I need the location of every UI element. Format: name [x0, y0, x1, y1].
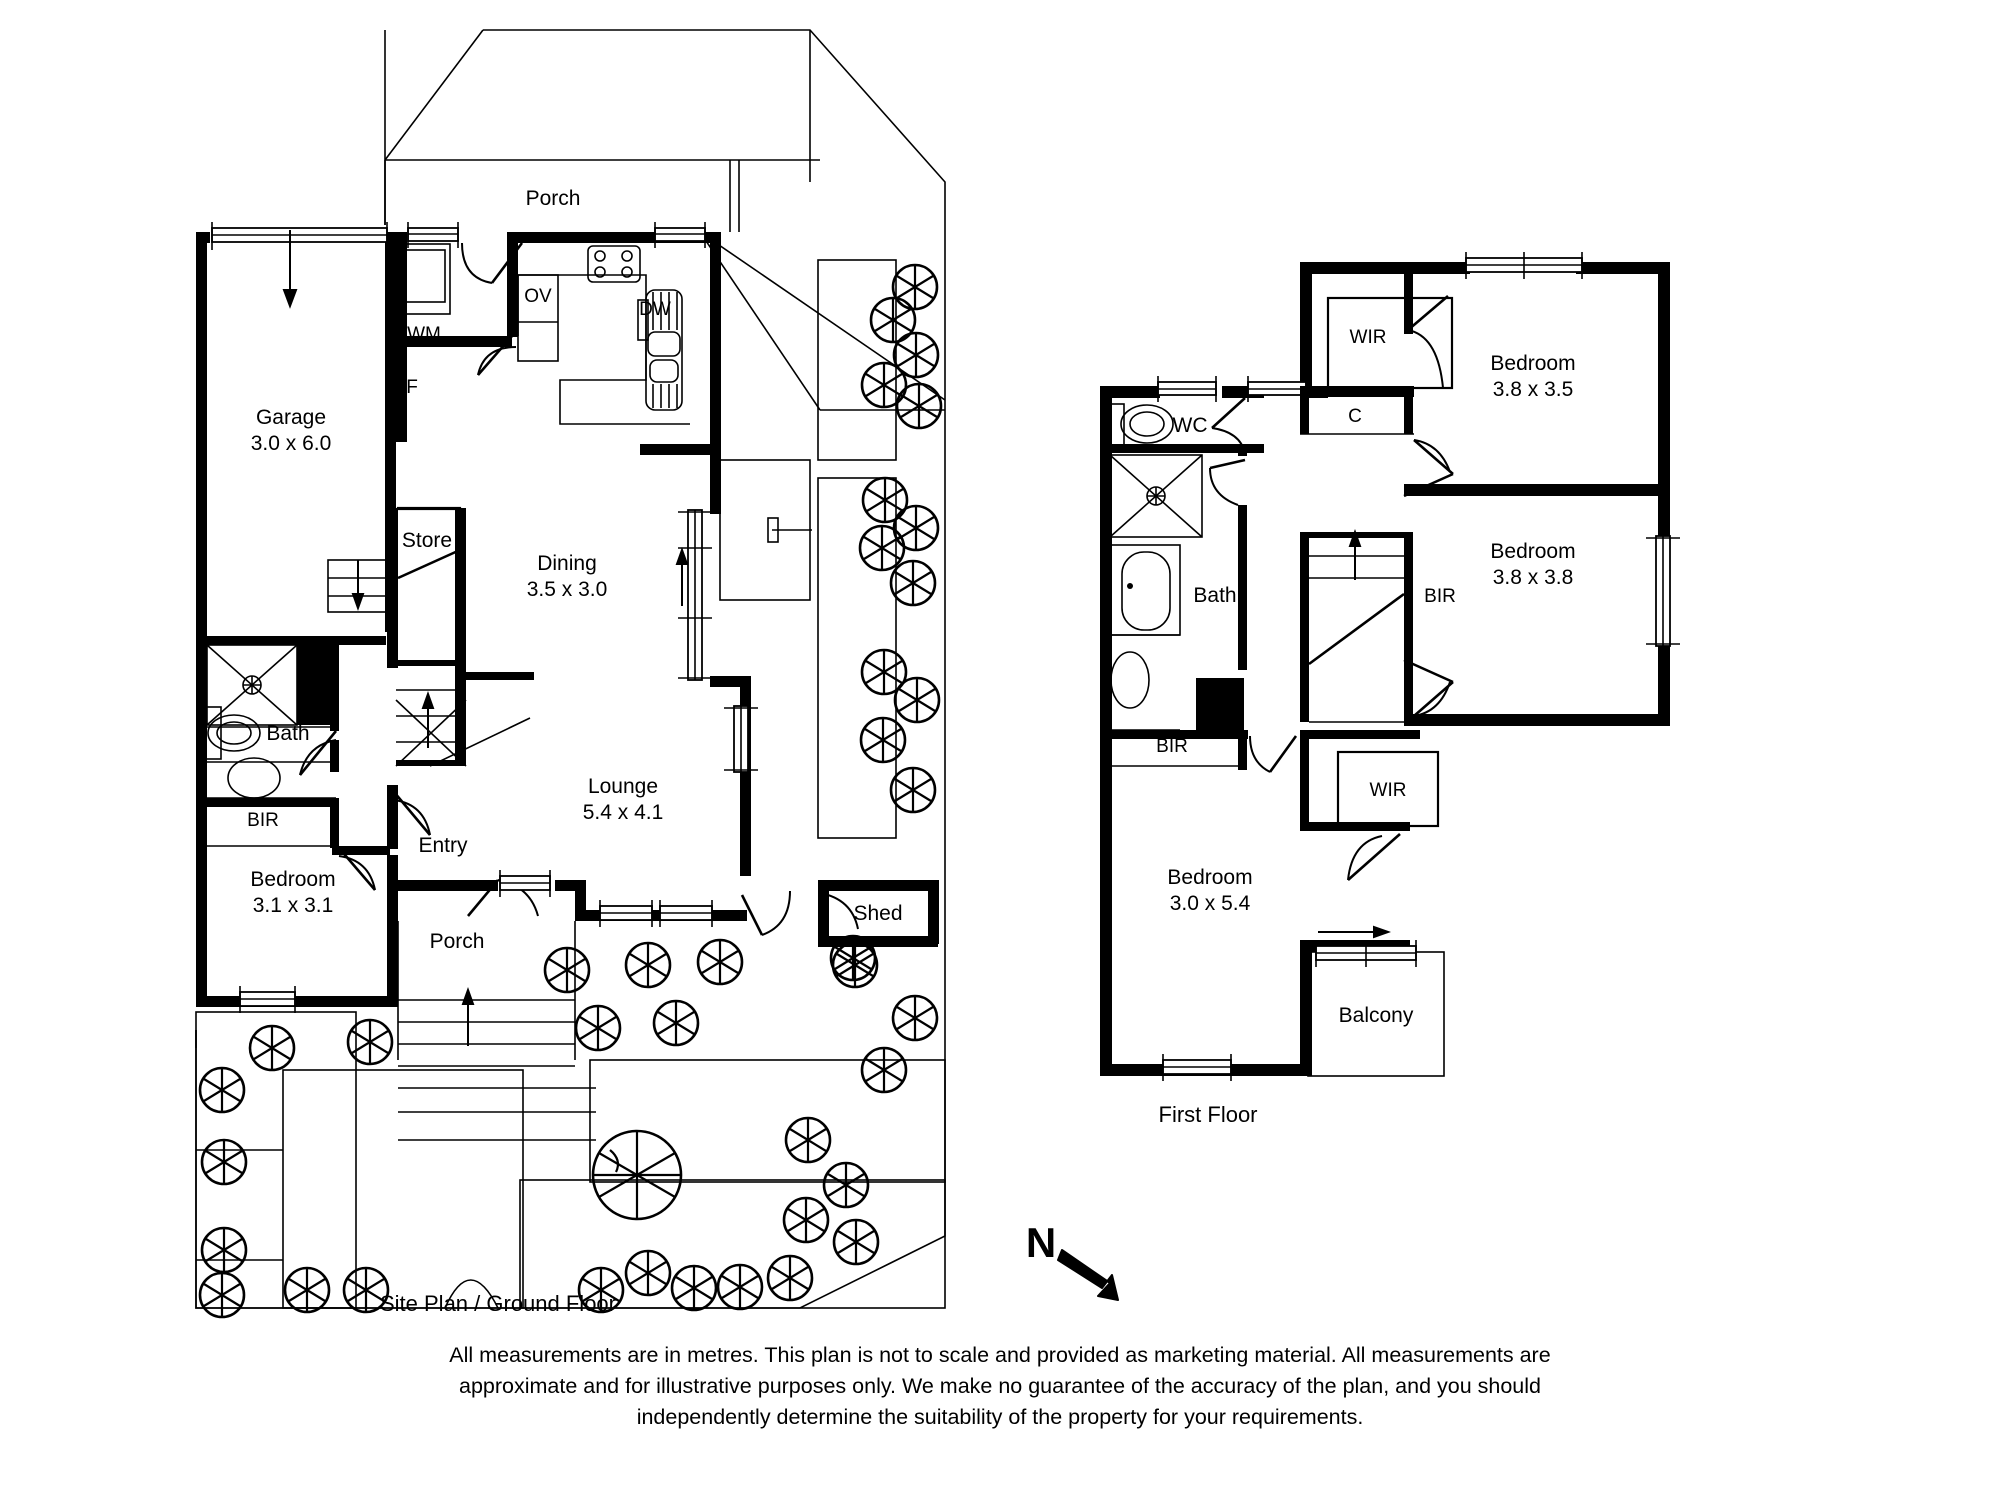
- label-ff-bedroom3-name: Bedroom: [1167, 866, 1252, 889]
- label-ground-bedroom-dim: 3.1 x 3.1: [253, 894, 334, 917]
- wir-lower: [1300, 730, 1440, 881]
- label-garage-name: Garage: [256, 406, 326, 429]
- wir-top: [1326, 274, 1454, 398]
- label-ground-bir: BIR: [247, 810, 279, 831]
- label-shed: Shed: [853, 902, 902, 925]
- label-wc: WC: [1173, 414, 1208, 437]
- label-store: Store: [402, 529, 452, 552]
- garage-room: [196, 222, 397, 1002]
- tree-cluster-front: [543, 938, 879, 1052]
- label-balcony: Balcony: [1339, 1004, 1414, 1027]
- kitchen-area: [507, 222, 721, 455]
- label-entry: Entry: [418, 834, 468, 857]
- label-wm: WM: [407, 324, 441, 345]
- label-oven: OV: [524, 286, 552, 307]
- ground-floor-title: Site Plan / Ground Floor: [380, 1291, 616, 1316]
- north-arrow-icon: [1057, 1249, 1119, 1301]
- closet-c: [1300, 386, 1414, 435]
- tree-cluster-east: [782, 263, 943, 1266]
- lounge-window: [724, 705, 758, 773]
- ground-floor-plan: Porch Garage 3.0 x 6.0: [195, 29, 946, 1319]
- label-wir-lower: WIR: [1370, 780, 1407, 801]
- label-ff-bedroom3-dim: 3.0 x 5.4: [1170, 892, 1251, 915]
- disclaimer-line-2: approximate and for illustrative purpose…: [458, 1374, 1541, 1399]
- label-lounge-name: Lounge: [588, 775, 658, 798]
- first-floor-staircase: [1300, 529, 1413, 724]
- front-porch: [397, 870, 747, 1067]
- bedroom3-window: [1162, 1054, 1232, 1081]
- disclaimer-line-3: independently determine the suitability …: [636, 1405, 1364, 1430]
- label-ff-bedroom1-name: Bedroom: [1490, 352, 1575, 375]
- label-ground-bedroom-name: Bedroom: [250, 868, 335, 891]
- north-indicator: N: [1026, 1219, 1119, 1301]
- bedroom2-window: [1646, 535, 1680, 647]
- label-wir-top: WIR: [1350, 327, 1387, 348]
- shed-area: [740, 880, 939, 947]
- first-floor-title: First Floor: [1159, 1102, 1258, 1127]
- label-ff-bedroom1-dim: 3.8 x 3.5: [1493, 378, 1574, 401]
- label-ff-bath: Bath: [1193, 584, 1236, 607]
- ground-bedroom: [196, 855, 398, 1013]
- first-floor-plan: WC Bath: [1100, 252, 1680, 1127]
- label-lounge-dim: 5.4 x 4.1: [583, 801, 664, 824]
- feature-tree: [591, 1129, 683, 1221]
- label-dishwasher: DW: [639, 299, 671, 320]
- label-bir-lower: BIR: [1156, 736, 1188, 757]
- garden-path: [444, 1279, 499, 1309]
- main-staircase: [395, 660, 534, 767]
- balcony-area: [1307, 925, 1445, 1077]
- north-letter: N: [1026, 1219, 1056, 1266]
- tree-cluster-west: [198, 1018, 814, 1319]
- first-floor-bathroom: [1100, 454, 1248, 739]
- first-floor-hall-doors: [1403, 439, 1454, 717]
- label-dining-dim: 3.5 x 3.0: [527, 578, 608, 601]
- store-room: [327, 506, 466, 668]
- label-ground-bath: Bath: [266, 722, 309, 745]
- ff-bedroom1: [1465, 252, 1583, 279]
- wc-room: [1100, 376, 1307, 456]
- ground-bathroom: [196, 636, 386, 799]
- hall-doors: [332, 785, 431, 891]
- deck-area: [719, 459, 812, 601]
- label-dining-name: Dining: [537, 552, 597, 575]
- label-garage-dim: 3.0 x 6.0: [251, 432, 332, 455]
- bir-lower: [1110, 730, 1298, 773]
- ground-bir: [196, 798, 339, 848]
- disclaimer-block: All measurements are in metres. This pla…: [330, 1340, 1670, 1434]
- dining-sliding-door: [675, 454, 751, 876]
- label-bir-stair: BIR: [1424, 586, 1456, 607]
- label-front-porch: Porch: [430, 930, 485, 953]
- disclaimer-line-1: All measurements are in metres. This pla…: [449, 1343, 1551, 1367]
- label-closet: C: [1348, 406, 1362, 427]
- label-porch-top: Porch: [526, 187, 581, 210]
- garden-beds: [195, 259, 946, 1309]
- label-ff-bedroom2-dim: 3.8 x 3.8: [1493, 566, 1574, 589]
- laundry-area: [396, 222, 524, 442]
- label-fridge: F: [406, 377, 418, 398]
- label-ff-bedroom2-name: Bedroom: [1490, 540, 1575, 563]
